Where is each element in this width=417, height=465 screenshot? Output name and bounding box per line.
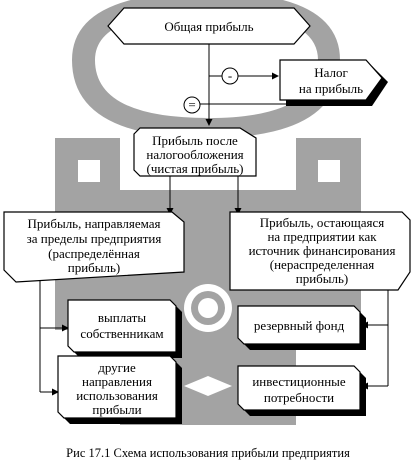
payouts-line2: собственникам <box>80 326 163 341</box>
tax-line1: Налог <box>314 65 348 80</box>
figure-caption: Рис 17.1 Схема использования прибыли пре… <box>66 446 350 460</box>
minus-symbol: - <box>228 68 232 83</box>
connectors-top <box>200 44 332 126</box>
node-retained-profit: Прибыль, остающаяся на предприятии как и… <box>229 211 411 291</box>
net-line2: налогообложения <box>146 147 243 162</box>
other-line4: прибыли <box>92 402 141 417</box>
distributed-line1: Прибыль, направляемая <box>28 216 161 231</box>
net-line1: Прибыль после <box>152 133 238 148</box>
tax-line2: на прибыль <box>299 81 363 96</box>
node-tax: Налог на прибыль <box>279 59 388 106</box>
distributed-line4: прибыль) <box>68 260 121 275</box>
payouts-line1: выплаты <box>98 310 146 325</box>
other-line1: другие <box>98 360 136 375</box>
node-reserve-fund: резервный фонд <box>237 305 366 350</box>
distributed-line3: (распределённая <box>48 246 140 261</box>
invest-line1: инвестиционные <box>252 374 346 389</box>
top-ring <box>72 0 340 138</box>
node-other-directions: другие направления использования прибыли <box>57 355 182 424</box>
invest-line2: потребности <box>264 390 334 405</box>
connectors-left <box>39 280 69 396</box>
other-line3: использования <box>76 388 158 403</box>
node-net-profit: Прибыль после налогообложения (чистая пр… <box>133 127 257 177</box>
retained-line4: (нераспределенная <box>270 257 374 272</box>
center-diamond <box>184 376 232 396</box>
equals-operator: = <box>183 96 201 114</box>
net-line3: (чистая прибыль) <box>147 161 244 176</box>
node-investment-needs: инвестиционные потребности <box>237 365 366 416</box>
node-distributed-profit: Прибыль, направляемая за пределы предпри… <box>3 211 185 283</box>
equals-symbol: = <box>188 97 195 112</box>
minus-operator: - <box>221 67 239 85</box>
reserve-label: резервный фонд <box>254 318 345 333</box>
other-line2: направления <box>82 374 152 389</box>
retained-line2: на предприятии как <box>267 229 377 244</box>
node-total-profit: Общая прибыль <box>107 7 311 45</box>
total-profit-label: Общая прибыль <box>164 19 253 34</box>
distributed-line2: за пределы предприятия <box>27 231 162 246</box>
node-payouts: выплаты собственникам <box>67 299 182 358</box>
retained-line1: Прибыль, остающаяся <box>260 215 385 230</box>
retained-line3: источник финансирования <box>249 243 396 258</box>
connectors-right <box>361 290 389 390</box>
retained-line5: прибыль) <box>296 271 349 286</box>
connectors-middle <box>166 176 242 215</box>
